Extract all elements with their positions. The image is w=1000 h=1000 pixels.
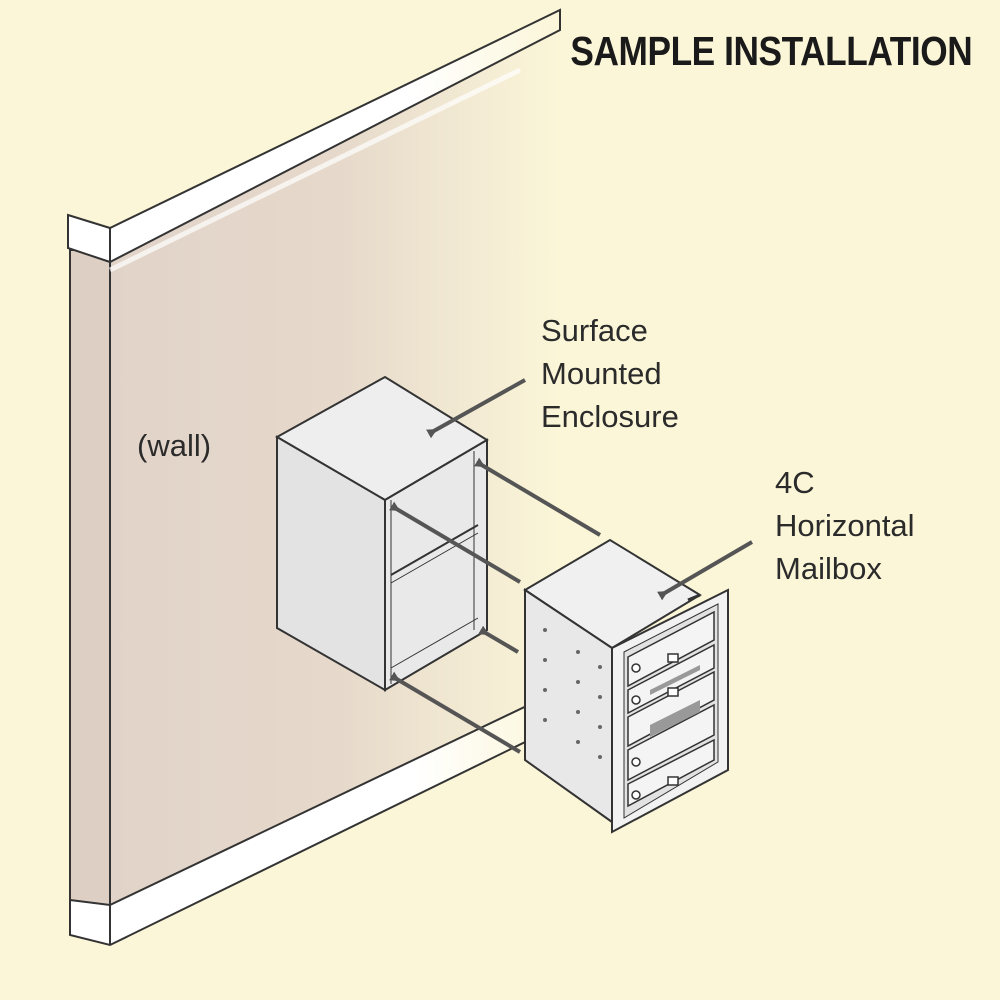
arrow-3 <box>478 625 520 654</box>
mailbox-label: 4C Horizontal Mailbox <box>775 461 915 590</box>
horizontal-mailbox <box>523 538 729 834</box>
wall-label-text: (wall) <box>137 428 212 463</box>
enclosure-label: Surface Mounted Enclosure <box>541 309 679 438</box>
mailbox-label-line: Horizontal <box>775 508 915 543</box>
arrow-1 <box>474 457 602 537</box>
page-title: SAMPLE INSTALLATION <box>570 28 972 74</box>
wall-side <box>69 249 111 906</box>
installation-arrows <box>389 457 602 754</box>
wall-label: (wall) <box>137 424 211 467</box>
mailbox-label-line: 4C <box>775 465 815 500</box>
enclosure-label-line: Surface <box>541 313 648 348</box>
mailbox-side-holes <box>543 628 602 759</box>
surface-mounted-enclosure <box>274 375 489 692</box>
mailbox-label-line: Mailbox <box>775 551 882 586</box>
mailbox-locks <box>631 653 679 800</box>
mailbox-leader-arrow <box>657 540 754 601</box>
arrow-2 <box>389 501 522 584</box>
enclosure-label-line: Enclosure <box>541 399 679 434</box>
arrow-4 <box>389 671 522 754</box>
enclosure-leader-arrow <box>426 378 526 439</box>
enclosure-label-line: Mounted <box>541 356 662 391</box>
mailbox-doors <box>627 610 715 808</box>
label-leaders <box>426 378 754 601</box>
mailbox-label-plates <box>650 665 700 737</box>
